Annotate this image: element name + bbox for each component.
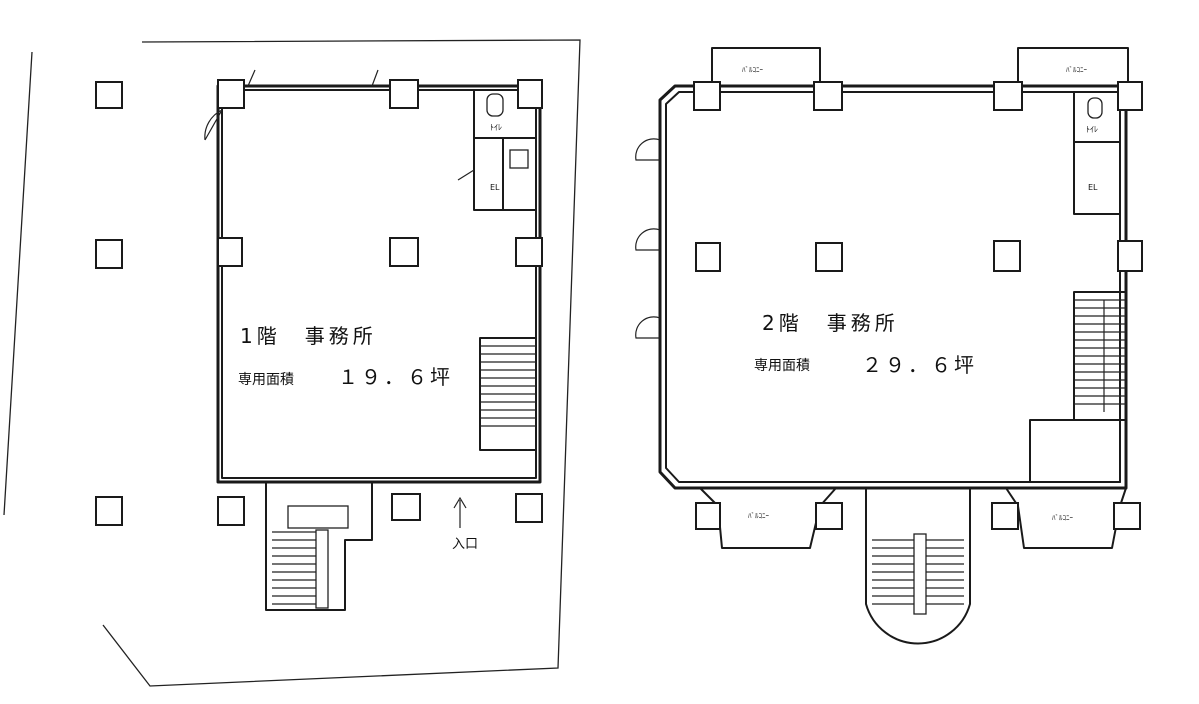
floor2-column xyxy=(1117,81,1143,111)
floor1-column xyxy=(217,496,245,526)
floor2-balcony-label-bl: ﾊﾞﾙｺﾆｰ xyxy=(748,512,769,520)
floor1-column xyxy=(217,79,245,109)
floor2-round-stair-wall xyxy=(865,488,971,645)
floor1-inner-wall xyxy=(221,89,537,479)
floor1-area-label: 専用面積 xyxy=(238,372,294,388)
floor2-toilet-walls xyxy=(1073,92,1120,215)
floor2-column xyxy=(1113,502,1141,530)
floor2-stair-landing xyxy=(1029,419,1121,483)
floor2-balcony-top-left xyxy=(711,47,821,86)
floor1-door xyxy=(457,169,475,181)
floor1-area-value: １９．６坪 xyxy=(338,365,453,389)
floor2-door xyxy=(635,228,661,251)
floor1-entrance-label: 入口 xyxy=(452,537,478,552)
floor2-column xyxy=(695,502,721,530)
floor2-outer-wall xyxy=(658,84,1128,490)
floor1-column xyxy=(95,81,123,109)
floor2-round-stairs xyxy=(872,533,964,615)
site-boundary xyxy=(3,39,581,687)
floor2-balcony-label-tr: ﾊﾞﾙｺﾆｰ xyxy=(1066,66,1087,74)
floor1-column xyxy=(517,79,543,109)
floor2-door xyxy=(635,138,661,161)
floor1-door xyxy=(247,69,379,87)
floor2-balcony-label-tl: ﾊﾞﾙｺﾆｰ xyxy=(742,66,763,74)
floor2-column xyxy=(993,240,1021,272)
floor1-column xyxy=(217,237,243,267)
floor1-column xyxy=(95,496,123,526)
floor1-entrance-stairs xyxy=(272,505,349,609)
floor1-entrance-arrow xyxy=(453,496,467,528)
floor1-column xyxy=(515,237,543,267)
floor2-column xyxy=(993,81,1023,111)
floor1-inner-stairs xyxy=(479,337,537,451)
floor2-ev-label: EL xyxy=(1088,183,1098,192)
floor1-plan: 1階 事務所 専用面積 １９．６坪 ﾄｲﾚ EL 入口 xyxy=(3,39,581,687)
floor2-column xyxy=(815,502,843,530)
floor2-column xyxy=(695,242,721,272)
floor2-toilet-fixture xyxy=(1087,97,1103,119)
floor1-column xyxy=(391,493,421,521)
floor1-room-name: 1階 事務所 xyxy=(240,324,377,348)
floor2-balcony-top-right xyxy=(1017,47,1129,86)
floor2-area-value: ２９．６坪 xyxy=(862,353,977,377)
floor2-inner-stairs xyxy=(1073,291,1127,421)
floor2-balcony-label-br: ﾊﾞﾙｺﾆｰ xyxy=(1052,514,1073,522)
floor1-column xyxy=(515,493,543,523)
floor1-ev-label: EL xyxy=(490,183,500,192)
floor1-column xyxy=(95,239,123,269)
floor2-area-label: 専用面積 xyxy=(754,358,810,374)
floor2-room-name: 2階 事務所 xyxy=(762,311,899,335)
floor2-column xyxy=(1117,240,1143,272)
floor2-column xyxy=(991,502,1019,530)
floor1-column xyxy=(389,79,419,109)
floor2-toilet-label: ﾄｲﾚ xyxy=(1086,125,1098,134)
floor2-column xyxy=(813,81,843,111)
floor1-door xyxy=(204,109,223,141)
floor1-column xyxy=(389,237,419,267)
floor2-column xyxy=(815,242,843,272)
floor1-outer-wall xyxy=(216,84,542,484)
floor1-toilet-fixture xyxy=(486,93,504,117)
floor1-sink xyxy=(509,149,529,169)
floor1-toilet-walls xyxy=(473,90,536,211)
floor2-plan: 2階 事務所 専用面積 ２９．６坪 ﾄｲﾚ EL ﾊﾞﾙｺﾆｰ ﾊﾞﾙｺﾆｰ ﾊ… xyxy=(635,47,1143,645)
floor2-door xyxy=(635,316,661,339)
floor1-entrance-wall xyxy=(265,482,373,611)
floor2-column xyxy=(693,81,721,111)
floor1-toilet-label: ﾄｲﾚ xyxy=(490,123,502,132)
floor2-inner-wall xyxy=(665,91,1121,483)
